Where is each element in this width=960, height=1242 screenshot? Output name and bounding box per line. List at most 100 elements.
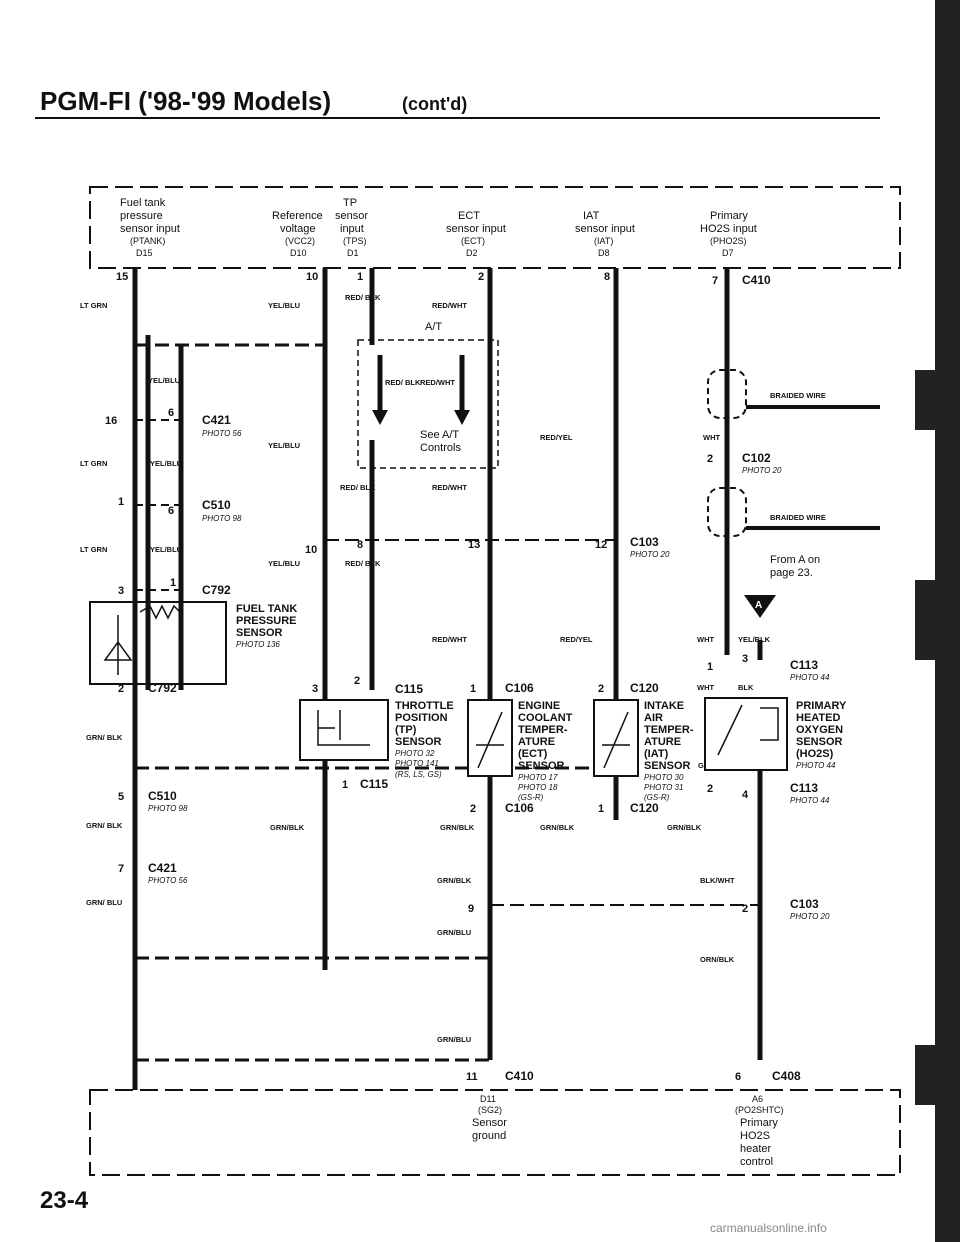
tp-sensor-symbol [317,710,370,746]
connector-c102: C102 [742,451,771,465]
pin-1d: 1 [342,779,348,791]
connector-c115b: C115 [360,777,388,791]
pin-8: 8 [604,271,610,283]
tp-l2: POSITION [395,712,448,724]
pin-1b: 1 [118,496,124,508]
ecm-ho2s-pin: D7 [722,248,734,258]
ecm-tps-l3: input [340,223,364,235]
ect-l3: TEMPER- [518,724,568,736]
ecm-vcc2-pin: D10 [290,248,307,258]
connector-c103: C103 [630,535,659,549]
wire-yelblu-2: YEL/BLU [148,376,180,385]
pin-5: 5 [118,791,124,803]
wire-yelblu-6: YEL/BLU [268,559,300,568]
photo-17: PHOTO 17 [518,773,558,782]
wire-ltgrn-1: LT GRN [80,301,107,310]
at-arrow-2 [454,410,470,425]
wire-wht-1: WHT [703,433,720,442]
ecm-tps-l2: sensor [335,210,368,222]
pin-7: 7 [712,275,718,287]
photo-44c: PHOTO 44 [790,796,830,805]
ecm-vcc2-l3: (VCC2) [285,236,315,246]
ecm-ptank-pin: D15 [136,248,153,258]
photo-56b: PHOTO 56 [148,876,188,885]
wire-grnblk-3: GRN/BLK [270,823,305,832]
braided-wire-1: BRAIDED WIRE [770,391,826,400]
photo-32: PHOTO 32 [395,749,435,758]
wires [132,268,763,1090]
ecm-ho2s-l1: Primary [710,210,748,222]
see-at-l2: Controls [420,442,461,454]
wire-grnblu-3: GRN/BLU [437,1035,471,1044]
off-page-a-icon [744,595,776,618]
wire-wht-3: WHT [697,683,714,692]
pin-2f: 2 [707,453,713,465]
ecm-tps-l4: (TPS) [343,236,367,246]
fuel-tank-sensor-box [89,601,227,685]
ect-note: (GS-R) [518,793,544,802]
ecm-heater-l4: heater [740,1143,772,1155]
ecm-sg2-pin: D11 [480,1094,496,1104]
off-page-a-label: A [755,600,762,611]
connector-c510b: C510 [148,789,177,803]
wire-redwht-3: RED/WHT [432,483,467,492]
wire-grnblk-2: GRN/ BLK [86,821,123,830]
pin-1c: 1 [170,577,176,589]
ho2s-l1: PRIMARY [796,700,847,712]
ect-l5: (ECT) [518,748,548,760]
ecm-iat-l3: (IAT) [594,236,613,246]
ecm-sg2-l3: ground [472,1130,506,1142]
ho2s-l5: (HO2S) [796,748,834,760]
pin-3a: 3 [118,585,124,597]
ho2s-symbol [717,704,779,756]
wire-yelblu-3: YEL/BLU [268,441,300,450]
wire-redwht-1: RED/WHT [432,301,467,310]
pin-2g: 2 [742,903,748,915]
iat-l6: SENSOR [644,760,691,772]
pin-2: 2 [478,271,484,283]
from-a-l2: page 23. [770,567,813,579]
connector-c120b: C120 [630,801,659,815]
pin-6c: 6 [735,1071,741,1083]
wire-redwht-2: RED/WHT [420,378,455,387]
ecm-heater-l1: (PO2SHTC) [735,1105,784,1115]
wire-grnblk-5: GRN/BLK [540,823,575,832]
connector-c115: C115 [395,682,423,696]
connector-c510: C510 [202,498,231,512]
ect-l6: SENSOR [518,760,565,772]
pin-6a: 6 [168,407,174,419]
wire-grnblk-6: GRN/BLK [667,823,702,832]
ect-l2: COOLANT [518,712,573,724]
photo-136: PHOTO 136 [236,640,280,649]
ect-l4: ATURE [518,736,555,748]
connector-c410-bottom: C410 [505,1069,534,1083]
photo-31: PHOTO 31 [644,783,683,792]
wire-grnblk-7: GRN/BLK [437,876,472,885]
pin-1g: 1 [707,661,713,673]
watermark: carmanualsonline.info [710,1221,827,1235]
pin-3d: 3 [742,653,748,665]
ecm-tps-l1: TP [343,197,357,209]
pin-2g-label: 2 [707,783,713,795]
pin-15: 15 [116,271,128,283]
pin-12: 12 [595,539,607,551]
iat-sensor-box [593,699,639,777]
page-tab-3 [915,1045,940,1105]
tp-l3: (TP) [395,724,417,736]
tp-sensor-box [299,699,389,761]
pin-2d: 2 [470,803,476,815]
ecm-ptank-l4: (PTANK) [130,236,165,246]
ect-l1: ENGINE [518,700,560,712]
connector-c410-top: C410 [742,273,771,287]
ecm-ect-l2: sensor input [446,223,506,235]
resistor-icon [139,604,181,620]
ho2s-l4: SENSOR [796,736,843,748]
ecm-tps-pin: D1 [347,248,359,258]
connector-c421b: C421 [148,861,177,875]
pin-3b: 3 [312,683,318,695]
pin-1f: 1 [598,803,604,815]
pin-1e: 1 [470,683,476,695]
pin-4: 4 [742,789,749,801]
ecm-ect-l3: (ECT) [461,236,485,246]
ect-sensor-symbol [476,711,504,769]
